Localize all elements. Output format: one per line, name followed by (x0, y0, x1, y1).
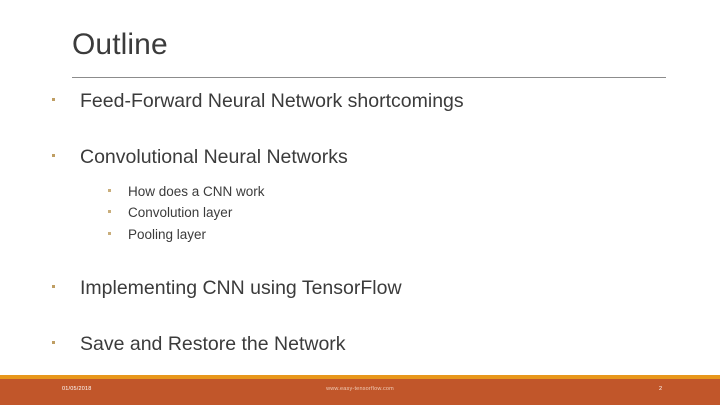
bullet-square-icon (52, 284, 55, 288)
list-item-label: Convolutional Neural Networks (80, 146, 348, 169)
bullet-square-icon (108, 210, 111, 214)
bullet-square-icon (52, 340, 55, 344)
title-divider (72, 77, 666, 78)
bullet-square-icon (108, 188, 111, 192)
sub-list-item-label: Convolution layer (128, 205, 233, 221)
list-item: Implementing CNN using TensorFlow (44, 276, 684, 300)
footer-bar (0, 379, 720, 405)
page-title: Outline (72, 28, 168, 61)
list-item-label: Feed-Forward Neural Network shortcomings (80, 90, 464, 112)
sub-list-item: Convolution layer (80, 202, 684, 224)
sub-list: How does a CNN work Convolution layer Po… (80, 181, 684, 246)
sub-list-item: How does a CNN work (80, 181, 684, 203)
slide-footer: 01/05/2018 www.easy-tensorflow.com 2 (0, 375, 720, 405)
list-item: Save and Restore the Network (44, 332, 684, 356)
footer-date: 01/05/2018 (62, 386, 92, 392)
footer-website: www.easy-tensorflow.com (326, 386, 394, 392)
bullet-square-icon (52, 154, 55, 158)
list-item: Feed-Forward Neural Network shortcomings (44, 89, 684, 113)
sub-list-item-label: How does a CNN work (128, 183, 265, 199)
list-item: Convolutional Neural Networks How does a… (44, 145, 684, 245)
sub-list-item-label: Pooling layer (128, 226, 207, 242)
bullet-square-icon (108, 231, 111, 235)
list-item-label: Save and Restore the Network (80, 332, 346, 355)
footer-accent-stripe (0, 375, 720, 379)
bullet-square-icon (52, 98, 55, 101)
list-item-label: Implementing CNN using TensorFlow (80, 276, 402, 299)
title-block: Outline (72, 27, 668, 62)
outline-list: Feed-Forward Neural Network shortcomings… (44, 89, 684, 356)
sub-list-item: Pooling layer (80, 224, 684, 246)
footer-page-number: 2 (658, 386, 662, 392)
